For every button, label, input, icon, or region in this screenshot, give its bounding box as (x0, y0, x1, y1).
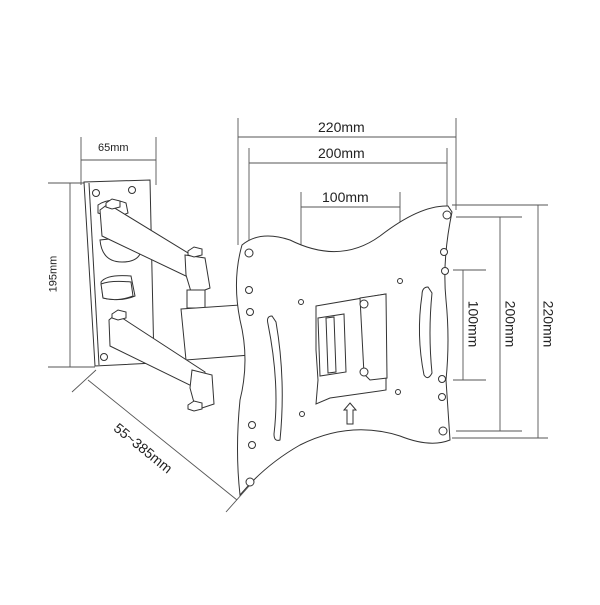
up-arrow-icon (342, 402, 358, 425)
dim-65mm-lines (80, 137, 157, 185)
label-vesa-h-220: 220mm (318, 119, 365, 135)
tilt-bracket (315, 293, 388, 405)
label-vesa-v-220: 220mm (540, 300, 557, 348)
label-wall-plate-height: 195mm (47, 255, 60, 293)
label-vesa-h-100: 100mm (322, 189, 369, 205)
dim-200mm-horizontal-lines (248, 148, 448, 250)
label-vesa-h-200: 200mm (318, 145, 365, 161)
dim-220mm-horizontal-lines (237, 118, 457, 245)
upper-arm (99, 198, 211, 309)
dim-vertical-lines (452, 204, 548, 439)
lower-arm (100, 280, 215, 412)
label-vesa-v-200: 200mm (502, 300, 519, 348)
dim-extension-lines (71, 369, 251, 513)
label-wall-plate-width: 65mm (98, 142, 129, 154)
label-vesa-v-100: 100mm (465, 300, 482, 348)
